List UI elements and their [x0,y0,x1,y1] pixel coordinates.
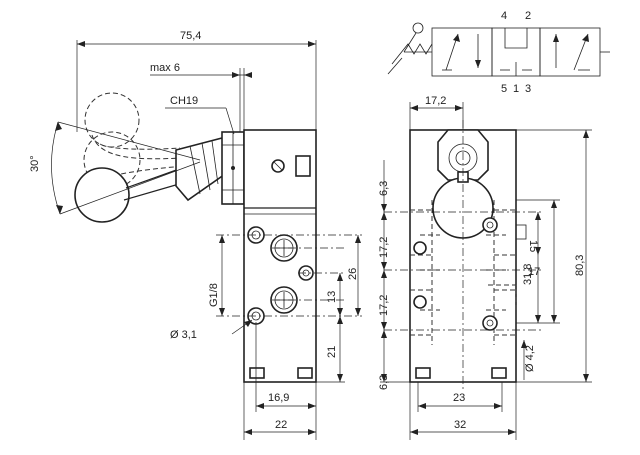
dim-mount-hole: Ø 4,2 [524,345,536,372]
dim-side-width: 16,9 [268,392,289,404]
dim-overall-height: 80,3 [574,255,586,276]
lever-collar [175,137,229,202]
side-dimensions: 75,4 max 6 CH19 30° G1/8 Ø 3,1 13 [29,30,361,440]
lever-stem-top [125,167,183,189]
dim-port-pitch: 26 [347,268,359,280]
side-tab [295,155,311,177]
symbol-port-2: 2 [525,10,531,22]
front-hole-upper [482,217,498,233]
lever-ghost-stem-top [99,143,181,150]
side-view [74,92,362,383]
front-port-2 [413,295,427,309]
foot-left [249,367,265,379]
front-hole-lower [482,315,498,331]
symbol-port-4: 4 [501,10,507,22]
dim-lever-angle: 30° [29,155,41,172]
front-view [384,120,544,392]
dim-port-bottom: 21 [326,346,338,358]
front-dimensions: 17,2 6,3 17,2 17,2 6,3 15 17 31,8 [378,95,592,440]
symbol-box-left [431,27,493,77]
dim-right-17: 17 [528,266,540,278]
dim-side-total: 22 [275,419,287,431]
symbol-box-right [539,27,601,77]
front-port-1 [413,241,427,255]
front-foot-left [415,367,431,379]
dim-front-total: 32 [454,419,466,431]
dim-front-width: 23 [453,392,465,404]
dim-hole-dia: Ø 3,1 [170,329,197,341]
dim-max-lever: max 6 [150,62,180,74]
lever-knob [74,167,130,223]
symbol-port-3: 3 [525,83,531,95]
foot-right [297,367,313,379]
dim-right-318: 31,8 [522,264,534,285]
dim-top-offset: 6,3 [378,181,390,196]
dim-overall-width: 75,4 [180,30,201,42]
dim-bottom-offset: 6,3 [378,375,390,390]
valve-symbol: 4 2 5 1 3 [387,10,610,95]
dim-right-15: 15 [527,240,539,252]
dim-port-gap-b: 17,2 [378,295,390,316]
symbol-port-1: 1 [513,83,519,95]
dim-hex-size: CH19 [170,95,198,107]
dim-hex-width: 17,2 [425,95,446,107]
dim-thread: G1/8 [208,283,220,307]
symbol-lever-knob [412,22,424,34]
symbol-port-5: 5 [501,83,507,95]
dim-port-gap-a: 17,2 [378,237,390,258]
lever-ghost-stem-top2 [91,134,183,160]
dim-port-spacing: 13 [326,291,338,303]
front-foot-right [491,367,507,379]
